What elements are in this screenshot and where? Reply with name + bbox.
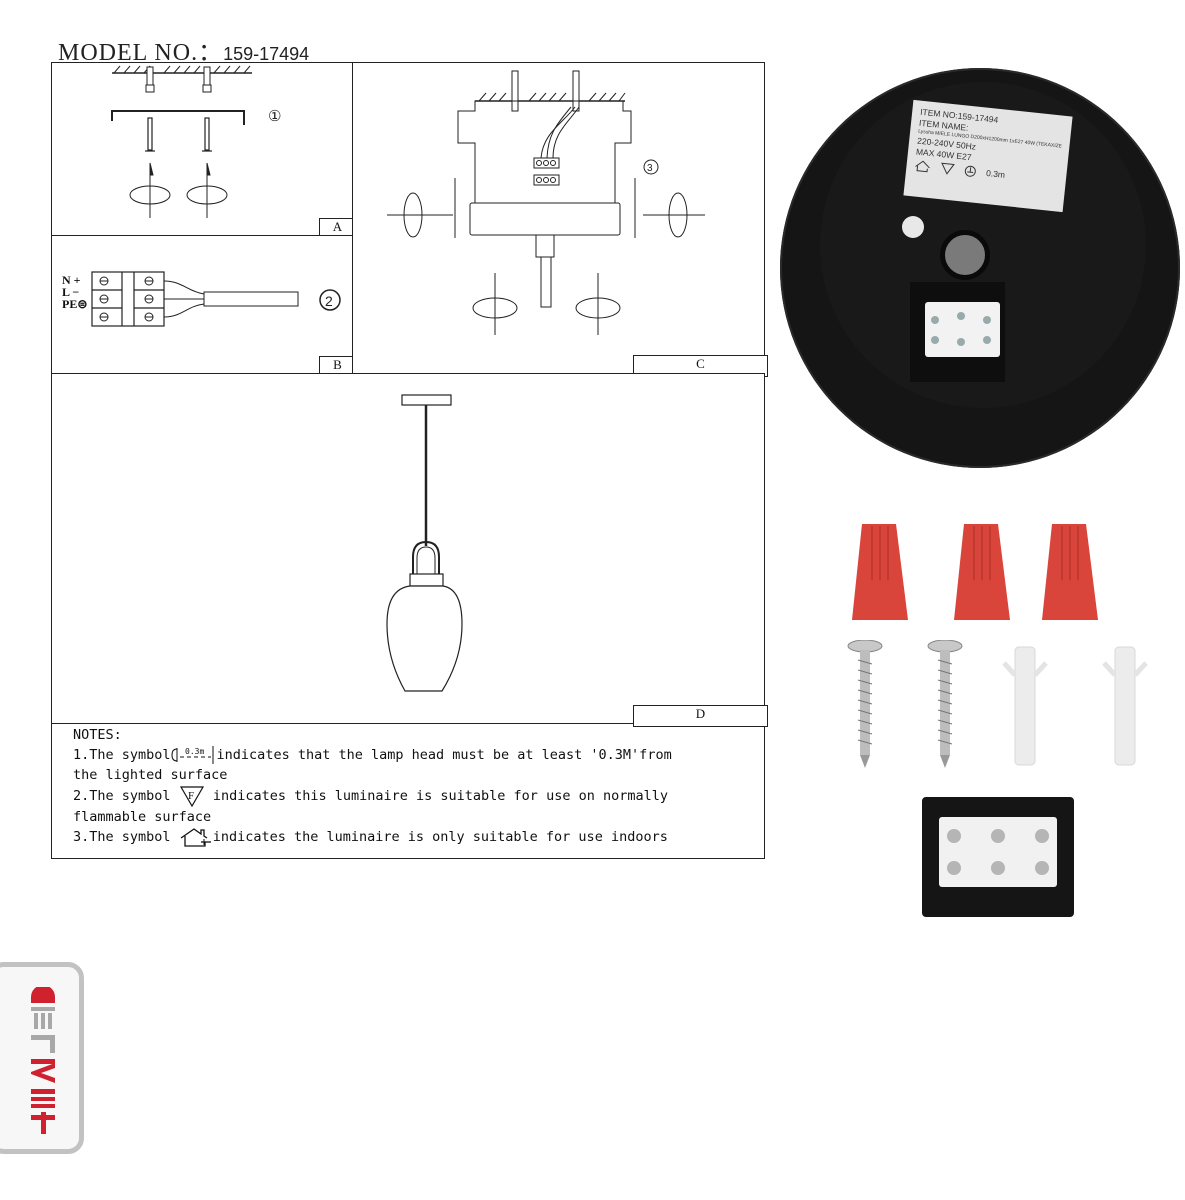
- canopy-back-photo: ITEM NO:159-17494 ITEM NAME: Lyssha MIEL…: [780, 60, 1185, 470]
- note-2-continuation: flammable surface: [73, 809, 212, 825]
- notes-section: NOTES: 1.The symbol 0.3m indicates that th…: [73, 725, 753, 847]
- terminal-label-neutral: N +: [62, 273, 81, 287]
- panel-c-canopy-fixing: 3 C: [352, 62, 768, 377]
- note-2-text: indicates this luminaire is suitable for…: [212, 788, 668, 804]
- flammable-f-icon: [940, 162, 955, 175]
- note-1-continuation: the lighted surface: [73, 767, 228, 783]
- panel-d-label: D: [633, 705, 768, 727]
- terminal-label-live: L −: [62, 285, 80, 299]
- cable-grip: [940, 230, 990, 280]
- model-number-title: MODEL NO.：159-17494: [58, 32, 309, 67]
- accessories-kit: [820, 515, 1160, 925]
- note-1-text: indicates that the lamp head must be at …: [216, 747, 672, 763]
- svg-text:2: 2: [325, 293, 333, 309]
- wall-plug-icon: [1102, 646, 1148, 766]
- note-3-text: indicates the luminaire is only suitable…: [212, 829, 668, 845]
- model-label: MODEL NO.：: [58, 40, 224, 66]
- tekled-logo: [1, 987, 71, 1137]
- note-1-prefix: 1.The symbol: [73, 747, 171, 763]
- terminal-block: [925, 302, 1000, 357]
- step-3-marker: 3: [647, 163, 653, 174]
- note-2-prefix: 2.The symbol: [73, 788, 171, 804]
- distance-symbol-icon: 0.3m: [171, 746, 217, 764]
- screw-icon: [847, 640, 883, 768]
- certification-sticker: [902, 216, 924, 238]
- step-1-marker: ①: [268, 107, 281, 125]
- terminal-label-earth: PE⊜: [62, 297, 88, 311]
- svg-text:F: F: [188, 790, 194, 802]
- panel-b-wiring: N + L − PE⊜ 2 B: [51, 235, 356, 377]
- wire-connector-icon: [954, 524, 1010, 620]
- model-number: 159-17494: [223, 44, 310, 64]
- product-rating-label: ITEM NO:159-17494 ITEM NAME: Lyssha MIEL…: [903, 99, 1073, 213]
- label-symbols: 0.3m: [914, 159, 1058, 186]
- indoor-house-icon: [914, 159, 931, 173]
- wire-connector-icon: [1042, 524, 1098, 620]
- note-1: 1.The symbol 0.3m indicates that the lamp …: [73, 745, 753, 765]
- wiring-diagram: 2: [91, 271, 341, 327]
- flammable-surface-icon: F: [179, 785, 205, 807]
- wall-plug-icon: [1002, 646, 1048, 766]
- bracket-mounting-diagram: ①: [111, 65, 281, 218]
- note-2: 2.The symbol F indicates this luminaire …: [73, 785, 753, 807]
- label-distance: 0.3m: [985, 167, 1006, 180]
- canopy-fixing-diagram: 3: [387, 70, 705, 335]
- wire-connector-icon: [852, 524, 908, 620]
- note-3-prefix: 3.The symbol: [73, 829, 171, 845]
- tekled-logo-badge: [0, 962, 84, 1154]
- panel-a-bracket-mounting: ① A: [51, 62, 356, 239]
- earth-ground-icon: [964, 165, 977, 178]
- pendant-lamp-drawing: [386, 394, 463, 692]
- terminal-labels: N + L − PE⊜: [62, 274, 87, 310]
- indoor-use-house-icon: [179, 827, 213, 847]
- spare-terminal-block: [922, 797, 1074, 917]
- note-3: 3.The symbol indicates the luminaire is …: [73, 827, 753, 847]
- svg-text:0.3m: 0.3m: [185, 747, 204, 756]
- panel-d-pendant-overview: D: [51, 373, 768, 727]
- screw-icon: [927, 640, 963, 768]
- notes-title: NOTES:: [73, 727, 122, 743]
- tekled-wordmark-icon: [31, 987, 55, 1134]
